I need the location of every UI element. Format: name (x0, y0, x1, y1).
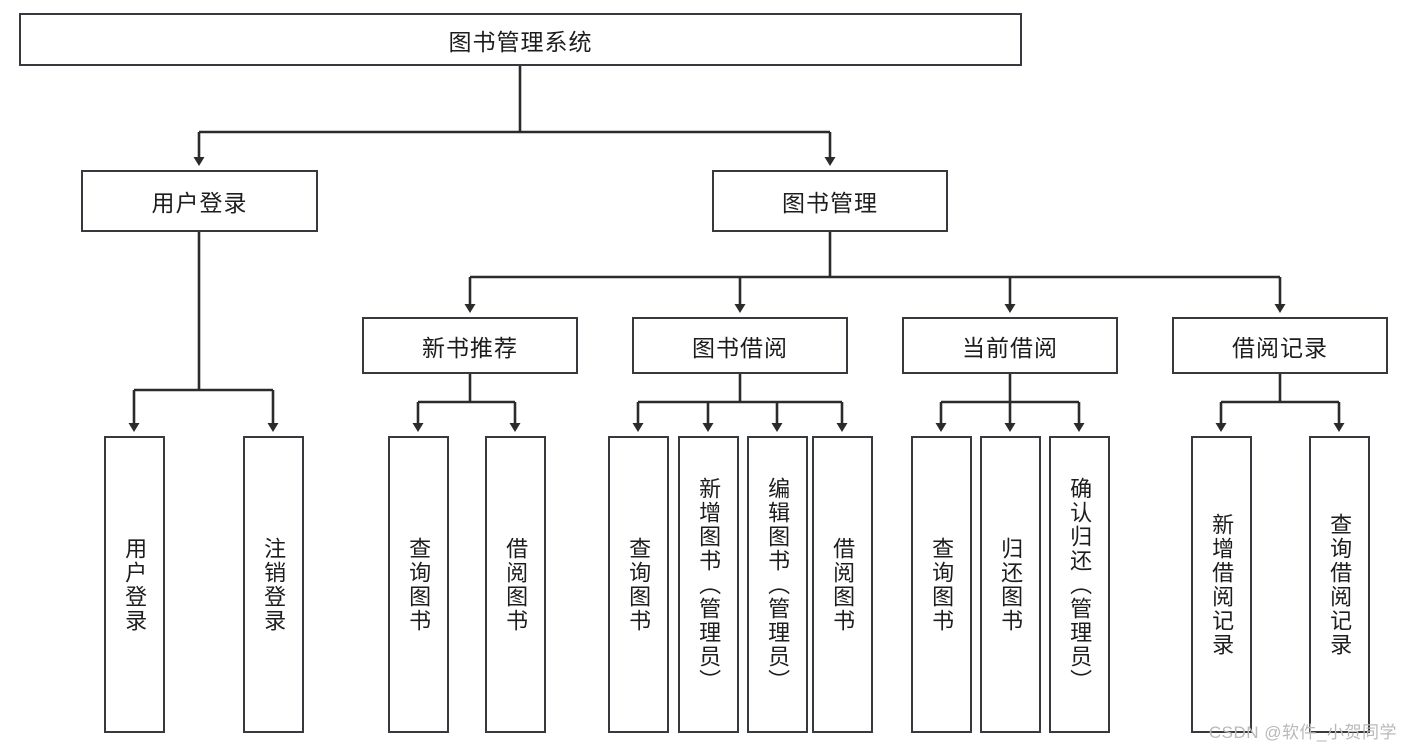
node-label: 新书推荐 (422, 334, 518, 361)
leaf-query-book-1[interactable]: 查询图书 (388, 436, 449, 733)
leaf-confirm-return[interactable]: 确认归还（管理员） (1049, 436, 1110, 733)
node-label: 图书管理 (782, 190, 878, 216)
node-label: 当前借阅 (962, 334, 1058, 361)
leaf-query-record[interactable]: 查询借阅记录 (1309, 436, 1370, 733)
node-label: 借阅记录 (1232, 334, 1328, 361)
leaf-return-book[interactable]: 归还图书 (980, 436, 1041, 733)
node-label: 新增借阅记录 (1209, 512, 1235, 657)
node-label: 查询图书 (929, 536, 955, 633)
node-label: 新增图书（管理员） (696, 476, 722, 693)
leaf-user-login[interactable]: 用户登录 (104, 436, 165, 733)
node-label: 注销登录 (261, 536, 287, 633)
node-label: 用户登录 (122, 536, 148, 633)
node-label: 图书管理系统 (448, 28, 593, 55)
leaf-add-record[interactable]: 新增借阅记录 (1191, 436, 1252, 733)
node-book-management[interactable]: 图书管理 (712, 170, 948, 232)
node-label: 借阅图书 (830, 536, 856, 633)
node-label: 借阅图书 (503, 536, 529, 633)
node-label: 查询借阅记录 (1327, 512, 1353, 657)
node-label: 确认归还（管理员） (1067, 476, 1093, 693)
node-label: 查询图书 (626, 536, 652, 633)
leaf-edit-book[interactable]: 编辑图书（管理员） (747, 436, 808, 733)
leaf-query-book-2[interactable]: 查询图书 (608, 436, 669, 733)
node-label: 查询图书 (406, 536, 432, 633)
node-borrow-record[interactable]: 借阅记录 (1172, 317, 1388, 374)
leaf-borrow-book-1[interactable]: 借阅图书 (485, 436, 546, 733)
node-new-book-recommend[interactable]: 新书推荐 (362, 317, 578, 374)
node-current-borrow[interactable]: 当前借阅 (902, 317, 1118, 374)
leaf-user-logout[interactable]: 注销登录 (243, 436, 304, 733)
node-user-login[interactable]: 用户登录 (81, 170, 318, 232)
node-label: 归还图书 (998, 536, 1024, 633)
node-label: 用户登录 (151, 190, 248, 216)
node-label: 图书借阅 (692, 334, 788, 361)
node-root-book-management-system[interactable]: 图书管理系统 (19, 13, 1022, 66)
csdn-watermark: CSDN @软件_小贺同学 (1208, 723, 1397, 742)
leaf-add-book[interactable]: 新增图书（管理员） (678, 436, 739, 733)
node-label: 编辑图书（管理员） (765, 476, 791, 693)
leaf-borrow-book-2[interactable]: 借阅图书 (812, 436, 873, 733)
leaf-query-book-3[interactable]: 查询图书 (911, 436, 972, 733)
node-book-borrow[interactable]: 图书借阅 (632, 317, 848, 374)
